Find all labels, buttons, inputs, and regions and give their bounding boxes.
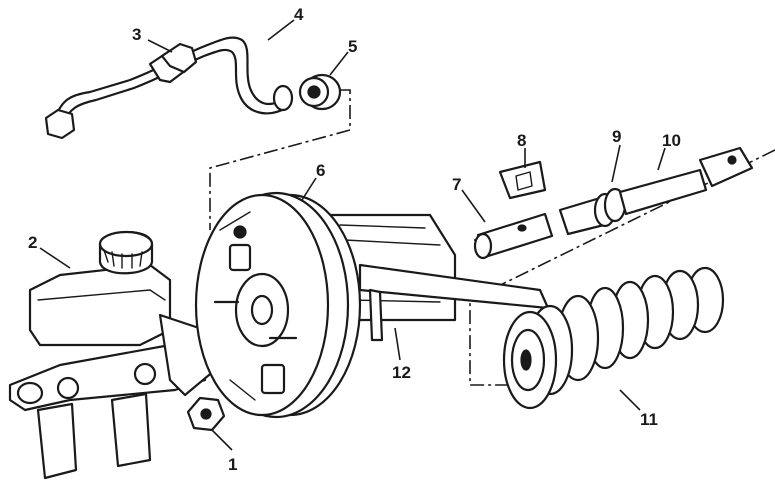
callout-11: 11 <box>640 410 658 429</box>
callout-6: 6 <box>316 161 325 180</box>
callout-2: 2 <box>28 233 37 252</box>
callout-9: 9 <box>612 127 621 146</box>
master-cylinder-icon <box>8 230 217 480</box>
bellows-boot-icon <box>502 266 725 410</box>
retainer-clip-icon <box>498 160 547 200</box>
callout-7: 7 <box>452 175 461 194</box>
callout-12: 12 <box>392 363 411 382</box>
callout-4: 4 <box>294 5 304 24</box>
leader-lines <box>39 19 666 451</box>
callout-5: 5 <box>348 37 357 56</box>
nut-icon <box>186 396 226 432</box>
callout-labels: 1 2 3 4 5 6 7 8 9 10 11 12 <box>28 5 681 474</box>
brake-line-icon <box>44 36 294 140</box>
grommet-icon <box>298 73 342 111</box>
brake-booster-icon <box>194 191 457 419</box>
callout-8: 8 <box>517 131 526 150</box>
pushrod-icon <box>558 146 754 236</box>
callout-3: 3 <box>132 25 141 44</box>
clevis-pin-icon <box>473 212 554 260</box>
callout-1: 1 <box>228 455 237 474</box>
callout-10: 10 <box>662 131 681 150</box>
